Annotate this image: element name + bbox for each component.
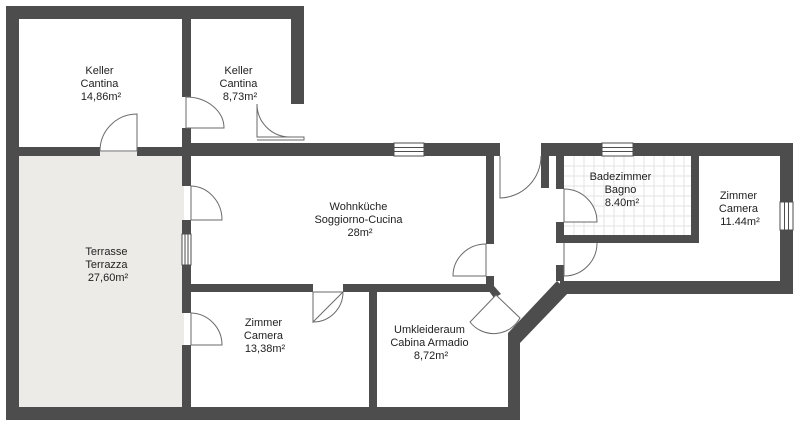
wall [560,281,793,294]
room-name: Keller [224,65,252,77]
door-swing [563,188,598,223]
room-area: 8,72m² [414,350,449,362]
wall [486,286,501,298]
door-swing [99,113,138,152]
wall [6,6,304,19]
wall [556,265,564,281]
room-name-italian: Cantina [81,78,120,90]
room-name: Terrasse [85,246,127,258]
window [779,201,794,231]
door-swing [256,103,291,138]
room-name-italian: Cabina Armadio [390,337,468,349]
room-area: 13,38m² [245,343,286,355]
room-name-italian: Camera [719,203,759,215]
room-label: Wohnküche Soggiorno-Cucina 28m² [314,201,405,239]
room-label: Zimmer Camera 13,38m² [244,317,286,355]
room-label: Umkleideraum Cabina Armadio 8,72m² [390,324,471,362]
wall [556,156,564,189]
wall [780,230,793,294]
wall [6,6,19,420]
room-name: Wohnküche [330,201,388,213]
walls [6,6,793,420]
door-swing [256,104,305,141]
room-area: 11.44m² [720,216,760,228]
room-name: Zimmer [245,317,283,329]
room-label: Zimmer Camera 11.44m² [719,190,761,228]
wall [780,143,793,202]
room-label: Keller Cantina 8,73m² [220,65,261,103]
window [393,142,425,157]
wall [691,156,699,243]
wall [19,147,100,156]
window [181,233,192,266]
room-name: Badezimmer [590,171,652,183]
room-area: 14,86m² [81,91,122,103]
wall [6,407,520,420]
wall [508,333,520,420]
wall [369,292,377,407]
windows [181,142,794,266]
door-swing [452,243,487,277]
door-swing [185,96,225,129]
door-swing [563,242,598,277]
room-label: Keller Cantina 14,86m² [81,65,122,103]
room-labels: Keller Cantina 14,86m² Keller Cantina 8,… [81,65,761,362]
room-area: 8,73m² [223,91,258,103]
wall [343,284,493,292]
doors [99,96,598,346]
wall [182,345,191,407]
room-label: Badezimmer Bagno 8.40m² [590,171,655,209]
room-area: 27,60m² [88,272,129,284]
wall [182,128,191,156]
room-name: Umkleideraum [394,324,465,336]
wall [182,19,191,97]
wall [182,156,191,186]
wall [486,276,494,288]
terrace-floor [19,152,184,407]
door-swing [312,291,345,324]
room-name: Keller [85,65,113,77]
room-name-italian: Camera [244,330,284,342]
door-swing [469,294,521,335]
wall [137,147,182,156]
wall [182,220,191,234]
room-name: Zimmer [720,190,758,202]
room-area: 28m² [347,227,372,239]
room-label: Terrasse Terrazza 27,60m² [85,246,130,284]
wall [291,6,304,104]
wall [182,265,191,313]
room-name-italian: Soggiorno-Cucina [314,214,403,226]
room-area: 8.40m² [605,197,640,209]
bathroom-tile-floor [564,156,691,235]
window [601,142,634,157]
wall [191,284,313,292]
door-swing [190,312,223,346]
wall [486,156,494,244]
wall [556,235,699,243]
wall [556,222,564,235]
wall [424,143,500,156]
wall [633,143,793,156]
room-name-italian: Cantina [220,78,259,90]
room-name-italian: Terrazza [85,259,128,271]
wall [545,143,602,156]
door-swing [499,155,542,199]
wall [182,143,394,156]
room-name-italian: Bagno [605,184,637,196]
wall [541,143,549,188]
door-swing [190,185,223,221]
wall [508,281,569,343]
